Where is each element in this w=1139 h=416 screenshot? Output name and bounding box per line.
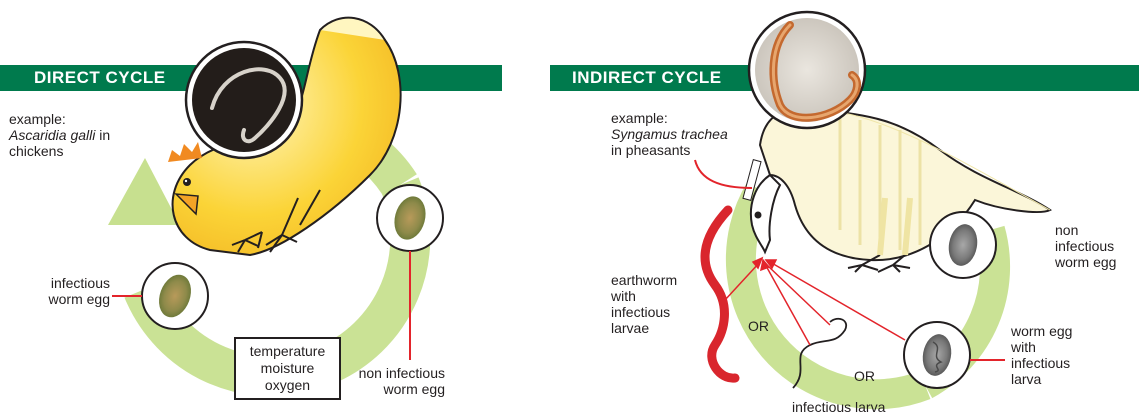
- conditions-box: temperature moisture oxygen: [234, 337, 341, 400]
- direct-noninfectious-label: non infectious worm egg: [340, 365, 445, 397]
- indirect-egg-with-larva: [904, 322, 970, 388]
- direct-example-prefix: example:: [9, 111, 110, 127]
- direct-infectious-egg-label-line2: worm egg: [20, 291, 110, 307]
- direct-example-label: example: Ascaridia galli in chickens: [9, 111, 110, 159]
- direct-noninfectious-label-line1: non infectious: [340, 365, 445, 381]
- earthworm-label-line3: infectious: [611, 304, 677, 320]
- direct-infectious-egg-label-line1: infectious: [20, 275, 110, 291]
- indirect-example-pointer: [695, 160, 752, 188]
- indirect-noninfectious-label: non infectious worm egg: [1055, 222, 1116, 270]
- direct-infectious-egg-label: infectious worm egg: [20, 275, 110, 307]
- egg-with-larva-line3: infectious: [1011, 355, 1072, 371]
- direct-example-suffix: in: [95, 127, 110, 143]
- egg-with-larva-line1: worm egg: [1011, 323, 1072, 339]
- indirect-example-host: in pheasants: [611, 142, 728, 158]
- egg-with-larva-line2: with: [1011, 339, 1072, 355]
- condition-moisture: moisture: [236, 360, 339, 377]
- earthworm-label-line4: larvae: [611, 320, 677, 336]
- indirect-noninfectious-egg: [930, 212, 996, 278]
- direct-infectious-egg: [142, 263, 208, 329]
- indirect-cycle-title: INDIRECT CYCLE: [572, 66, 722, 90]
- infectious-larva-label: infectious larva: [792, 399, 885, 415]
- condition-temperature: temperature: [236, 343, 339, 360]
- indirect-example-species: Syngamus trachea: [611, 126, 728, 142]
- direct-noninfectious-label-line2: worm egg: [340, 381, 445, 397]
- or-label-2: OR: [854, 368, 875, 384]
- egg-with-larva-line4: larva: [1011, 371, 1072, 387]
- indirect-noninfectious-line3: worm egg: [1055, 254, 1116, 270]
- direct-cycle-title: DIRECT CYCLE: [34, 66, 166, 90]
- indirect-example-label: example: Syngamus trachea in pheasants: [611, 110, 728, 158]
- indirect-noninfectious-line1: non: [1055, 222, 1116, 238]
- earthworm-label-line2: with: [611, 288, 677, 304]
- earthworm-label-line1: earthworm: [611, 272, 677, 288]
- or-label-1: OR: [748, 318, 769, 334]
- indirect-noninfectious-line2: infectious: [1055, 238, 1116, 254]
- egg-with-larva-label: worm egg with infectious larva: [1011, 323, 1072, 387]
- direct-worm-photo: [186, 42, 302, 158]
- direct-example-host: chickens: [9, 143, 110, 159]
- direct-noninfectious-egg: [377, 185, 443, 251]
- earthworm-label: earthworm with infectious larvae: [611, 272, 677, 336]
- condition-oxygen: oxygen: [236, 377, 339, 394]
- indirect-worm-photo: [749, 12, 865, 128]
- direct-example-species: Ascaridia galli: [9, 127, 95, 143]
- indirect-example-prefix: example:: [611, 110, 728, 126]
